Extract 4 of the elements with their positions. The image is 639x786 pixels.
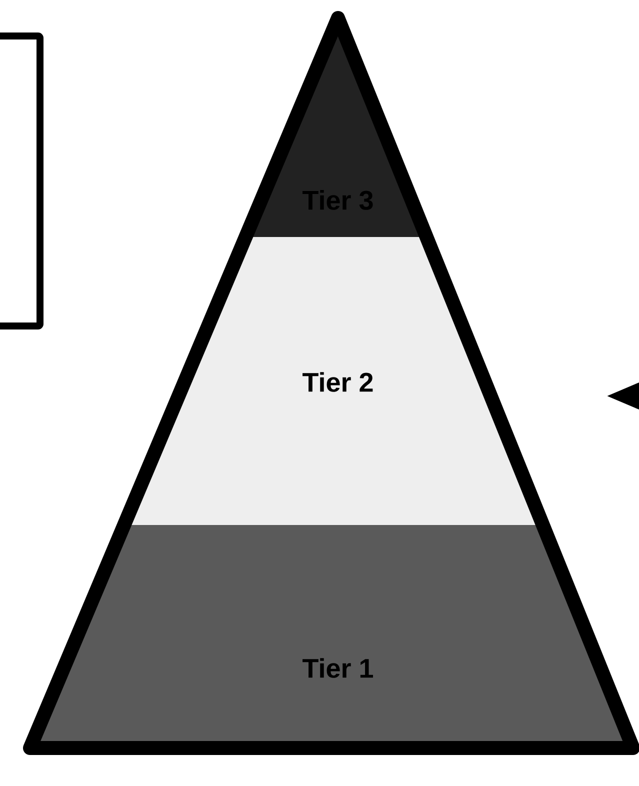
- pyramid: [23, 11, 639, 755]
- tier-label: Tier 1: [302, 658, 374, 678]
- empty-box: [0, 32, 44, 330]
- tier-label: Tier 2: [302, 372, 373, 392]
